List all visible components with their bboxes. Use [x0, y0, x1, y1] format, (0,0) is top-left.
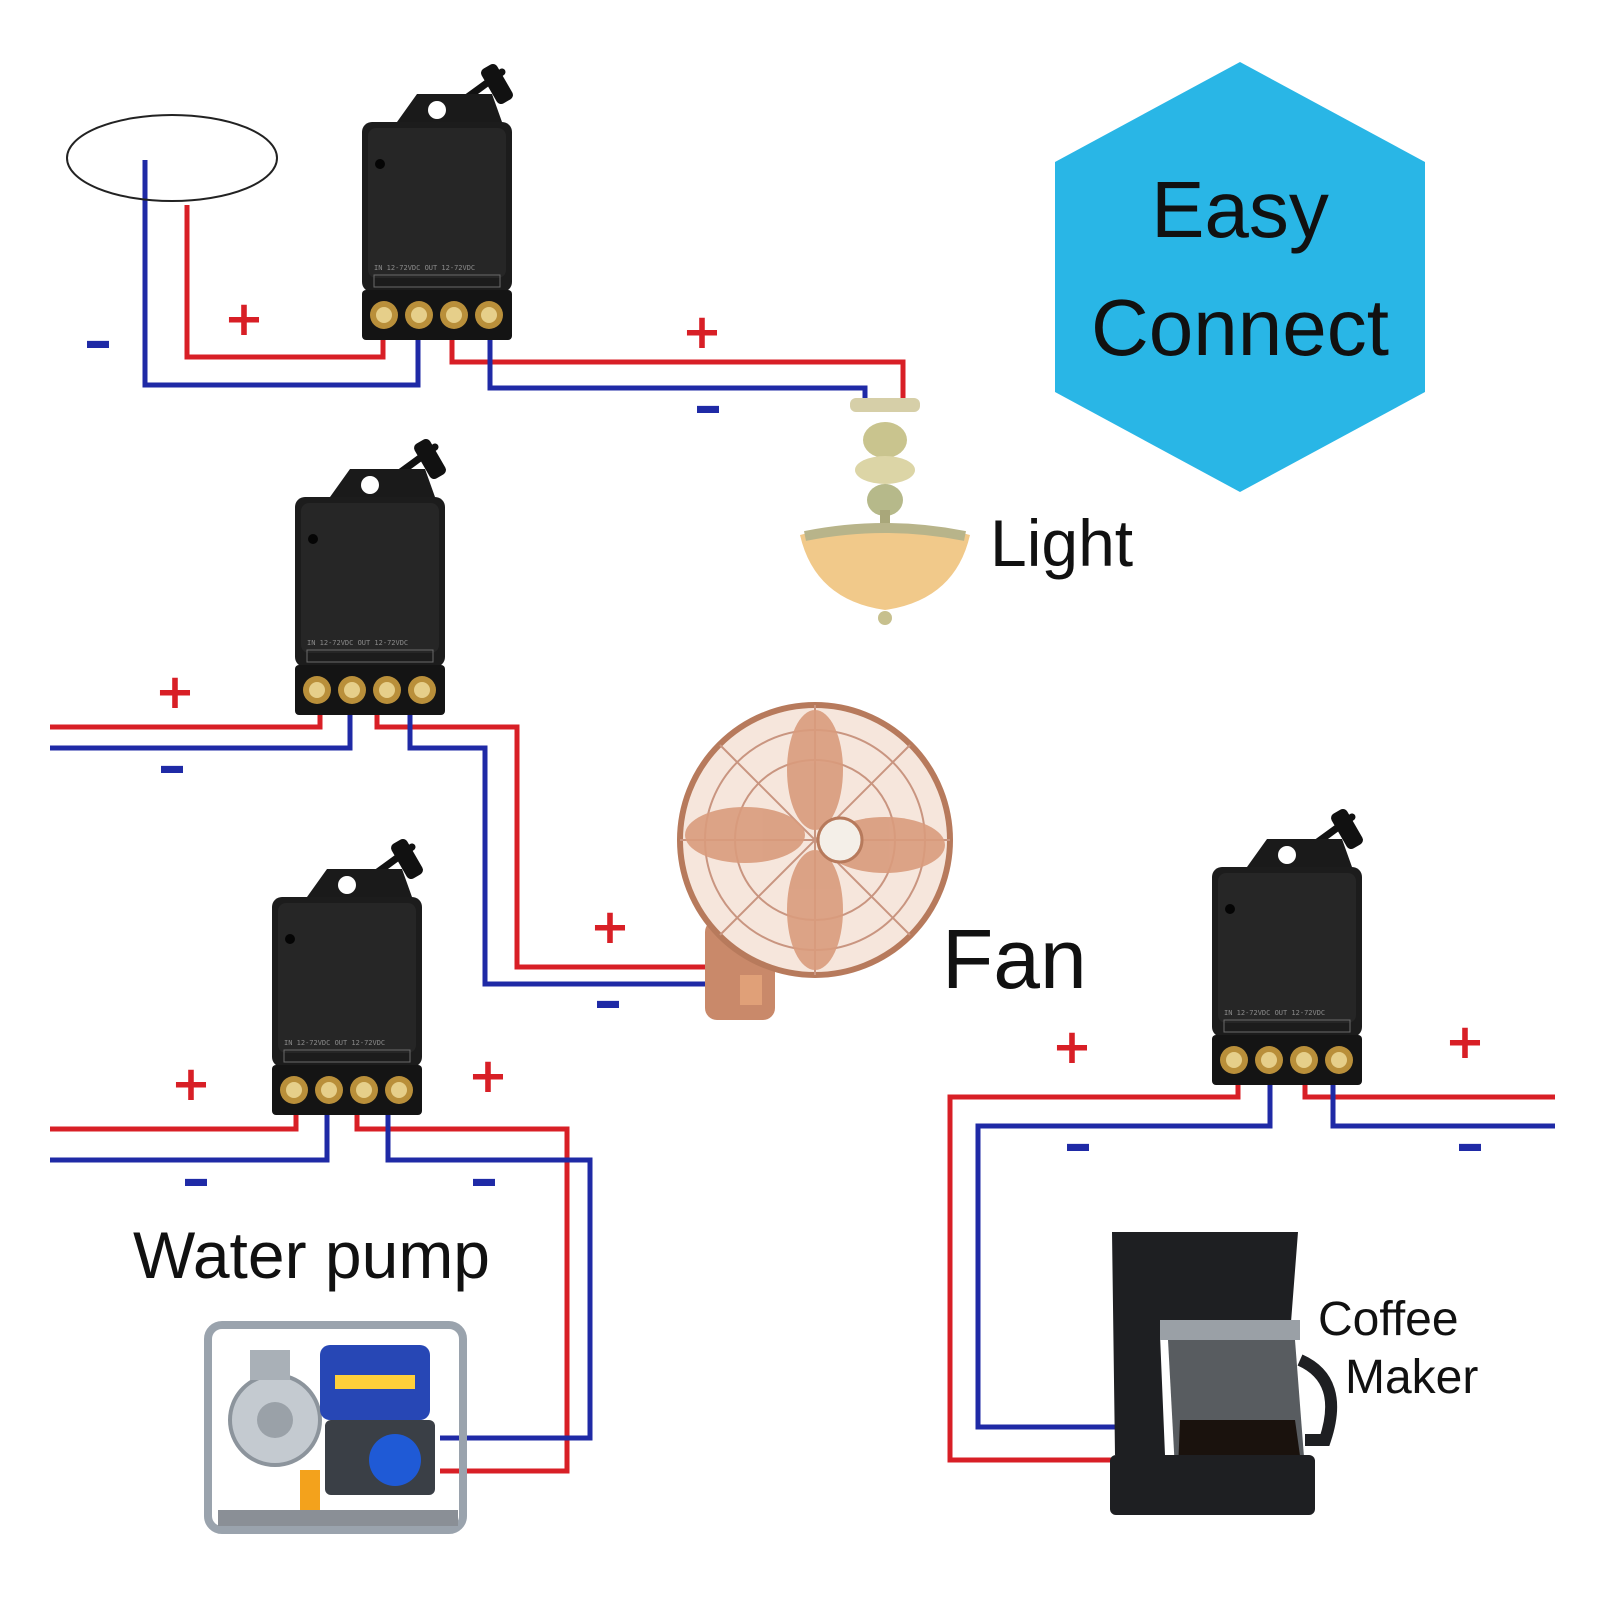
wire-positive — [374, 715, 705, 970]
minus-sign: – — [84, 309, 112, 374]
relay-module-3 — [272, 837, 425, 1115]
wire-positive — [449, 340, 906, 398]
water-pump-label: Water pump — [133, 1218, 490, 1292]
relay-module-1 — [362, 62, 515, 340]
coffee-maker-icon — [1110, 1232, 1338, 1515]
power-source-ellipse — [66, 114, 278, 202]
chandelier-icon — [800, 398, 970, 625]
plus-sign: + — [468, 1048, 508, 1104]
wire-positive — [1302, 1085, 1555, 1100]
minus-sign: – — [1064, 1112, 1092, 1177]
wire-negative — [487, 340, 868, 398]
relay-module-2 — [295, 437, 448, 715]
plus-sign: + — [682, 304, 722, 360]
minus-sign: – — [158, 734, 186, 799]
coffee-maker-label-line1: Coffee — [1318, 1293, 1459, 1346]
plus-sign: + — [590, 899, 630, 955]
wire-positive — [947, 1085, 1241, 1463]
badge-line2: Connect — [1091, 283, 1389, 372]
minus-sign: – — [1456, 1112, 1484, 1177]
fan-icon — [677, 702, 953, 1020]
plus-sign: + — [171, 1056, 211, 1112]
coffee-maker-label-line2: Maker — [1345, 1351, 1478, 1404]
water-pump-icon — [204, 1321, 467, 1534]
wire-positive — [50, 1115, 299, 1132]
plus-sign: + — [224, 291, 264, 347]
minus-sign: – — [470, 1147, 498, 1212]
polarity-signs: + – + – + – + – + – + – + – + – — [84, 291, 1485, 1212]
light-label: Light — [990, 506, 1133, 580]
wire-negative — [407, 715, 705, 987]
wire-positive — [50, 715, 323, 730]
wire-positive — [354, 1115, 570, 1474]
wire-negative — [385, 1115, 593, 1441]
plus-sign: + — [155, 664, 195, 720]
wire-negative — [50, 715, 353, 751]
easy-connect-badge: Easy Connect — [1055, 62, 1425, 492]
minus-sign: – — [594, 969, 622, 1034]
plus-sign: + — [1052, 1019, 1092, 1075]
wire-negative — [975, 1085, 1273, 1430]
badge-line1: Easy — [1151, 165, 1329, 254]
wire-negative — [142, 160, 421, 388]
wire-negative — [1330, 1085, 1555, 1129]
fan-label: Fan — [942, 912, 1087, 1006]
relay-module-4 — [1212, 807, 1365, 1085]
minus-sign: – — [182, 1147, 210, 1212]
wire-negative — [50, 1115, 330, 1163]
minus-sign: – — [694, 374, 722, 439]
wires — [50, 160, 1555, 1474]
plus-sign: + — [1445, 1014, 1485, 1070]
badge-hexagon — [1055, 62, 1425, 492]
wire-positive — [184, 205, 386, 360]
